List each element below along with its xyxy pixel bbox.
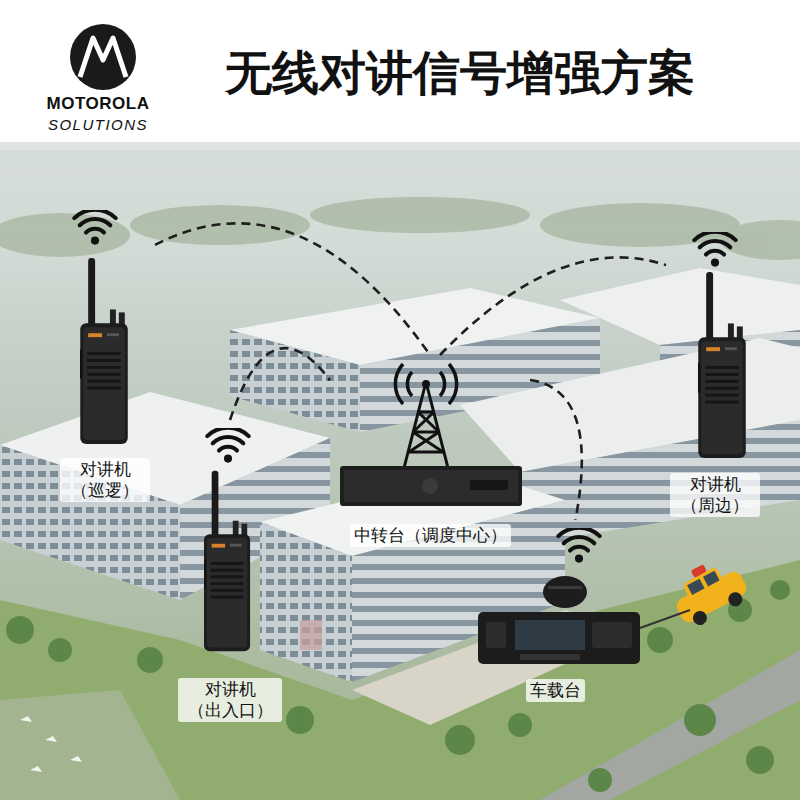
device-label: 对讲机 （巡逻） [60,458,150,503]
label-holder: 对讲机 （周边） [666,473,764,518]
device-node: 对讲机 （巡逻） [55,205,155,505]
label-holder: 中转台（调度中心） [330,524,530,547]
device-label: 车载台 [526,679,585,702]
label-holder: 对讲机 （出入口） [176,678,284,723]
label-holder: 车载台 [470,679,640,702]
device-label: 对讲机 （周边） [670,473,760,518]
label-holder: 对讲机 （巡逻） [55,458,155,503]
signal-link [530,380,582,520]
device-node: 中转台（调度中心） [330,355,530,550]
device-node: 车载台 [470,520,640,705]
signal-link [440,257,666,355]
device-label: 中转台（调度中心） [350,524,511,547]
brand-subtitle: SOLUTIONS [20,116,176,133]
device-node: 对讲机 （周边） [666,225,764,520]
signal-link [155,223,430,355]
device-label: 对讲机 （出入口） [178,678,282,723]
diagram-title: 无线对讲信号增强方案 [200,42,720,105]
device-node: 对讲机 （出入口） [176,420,284,725]
signal-link [230,348,330,420]
brand-name: MOTOROLA [20,94,176,114]
